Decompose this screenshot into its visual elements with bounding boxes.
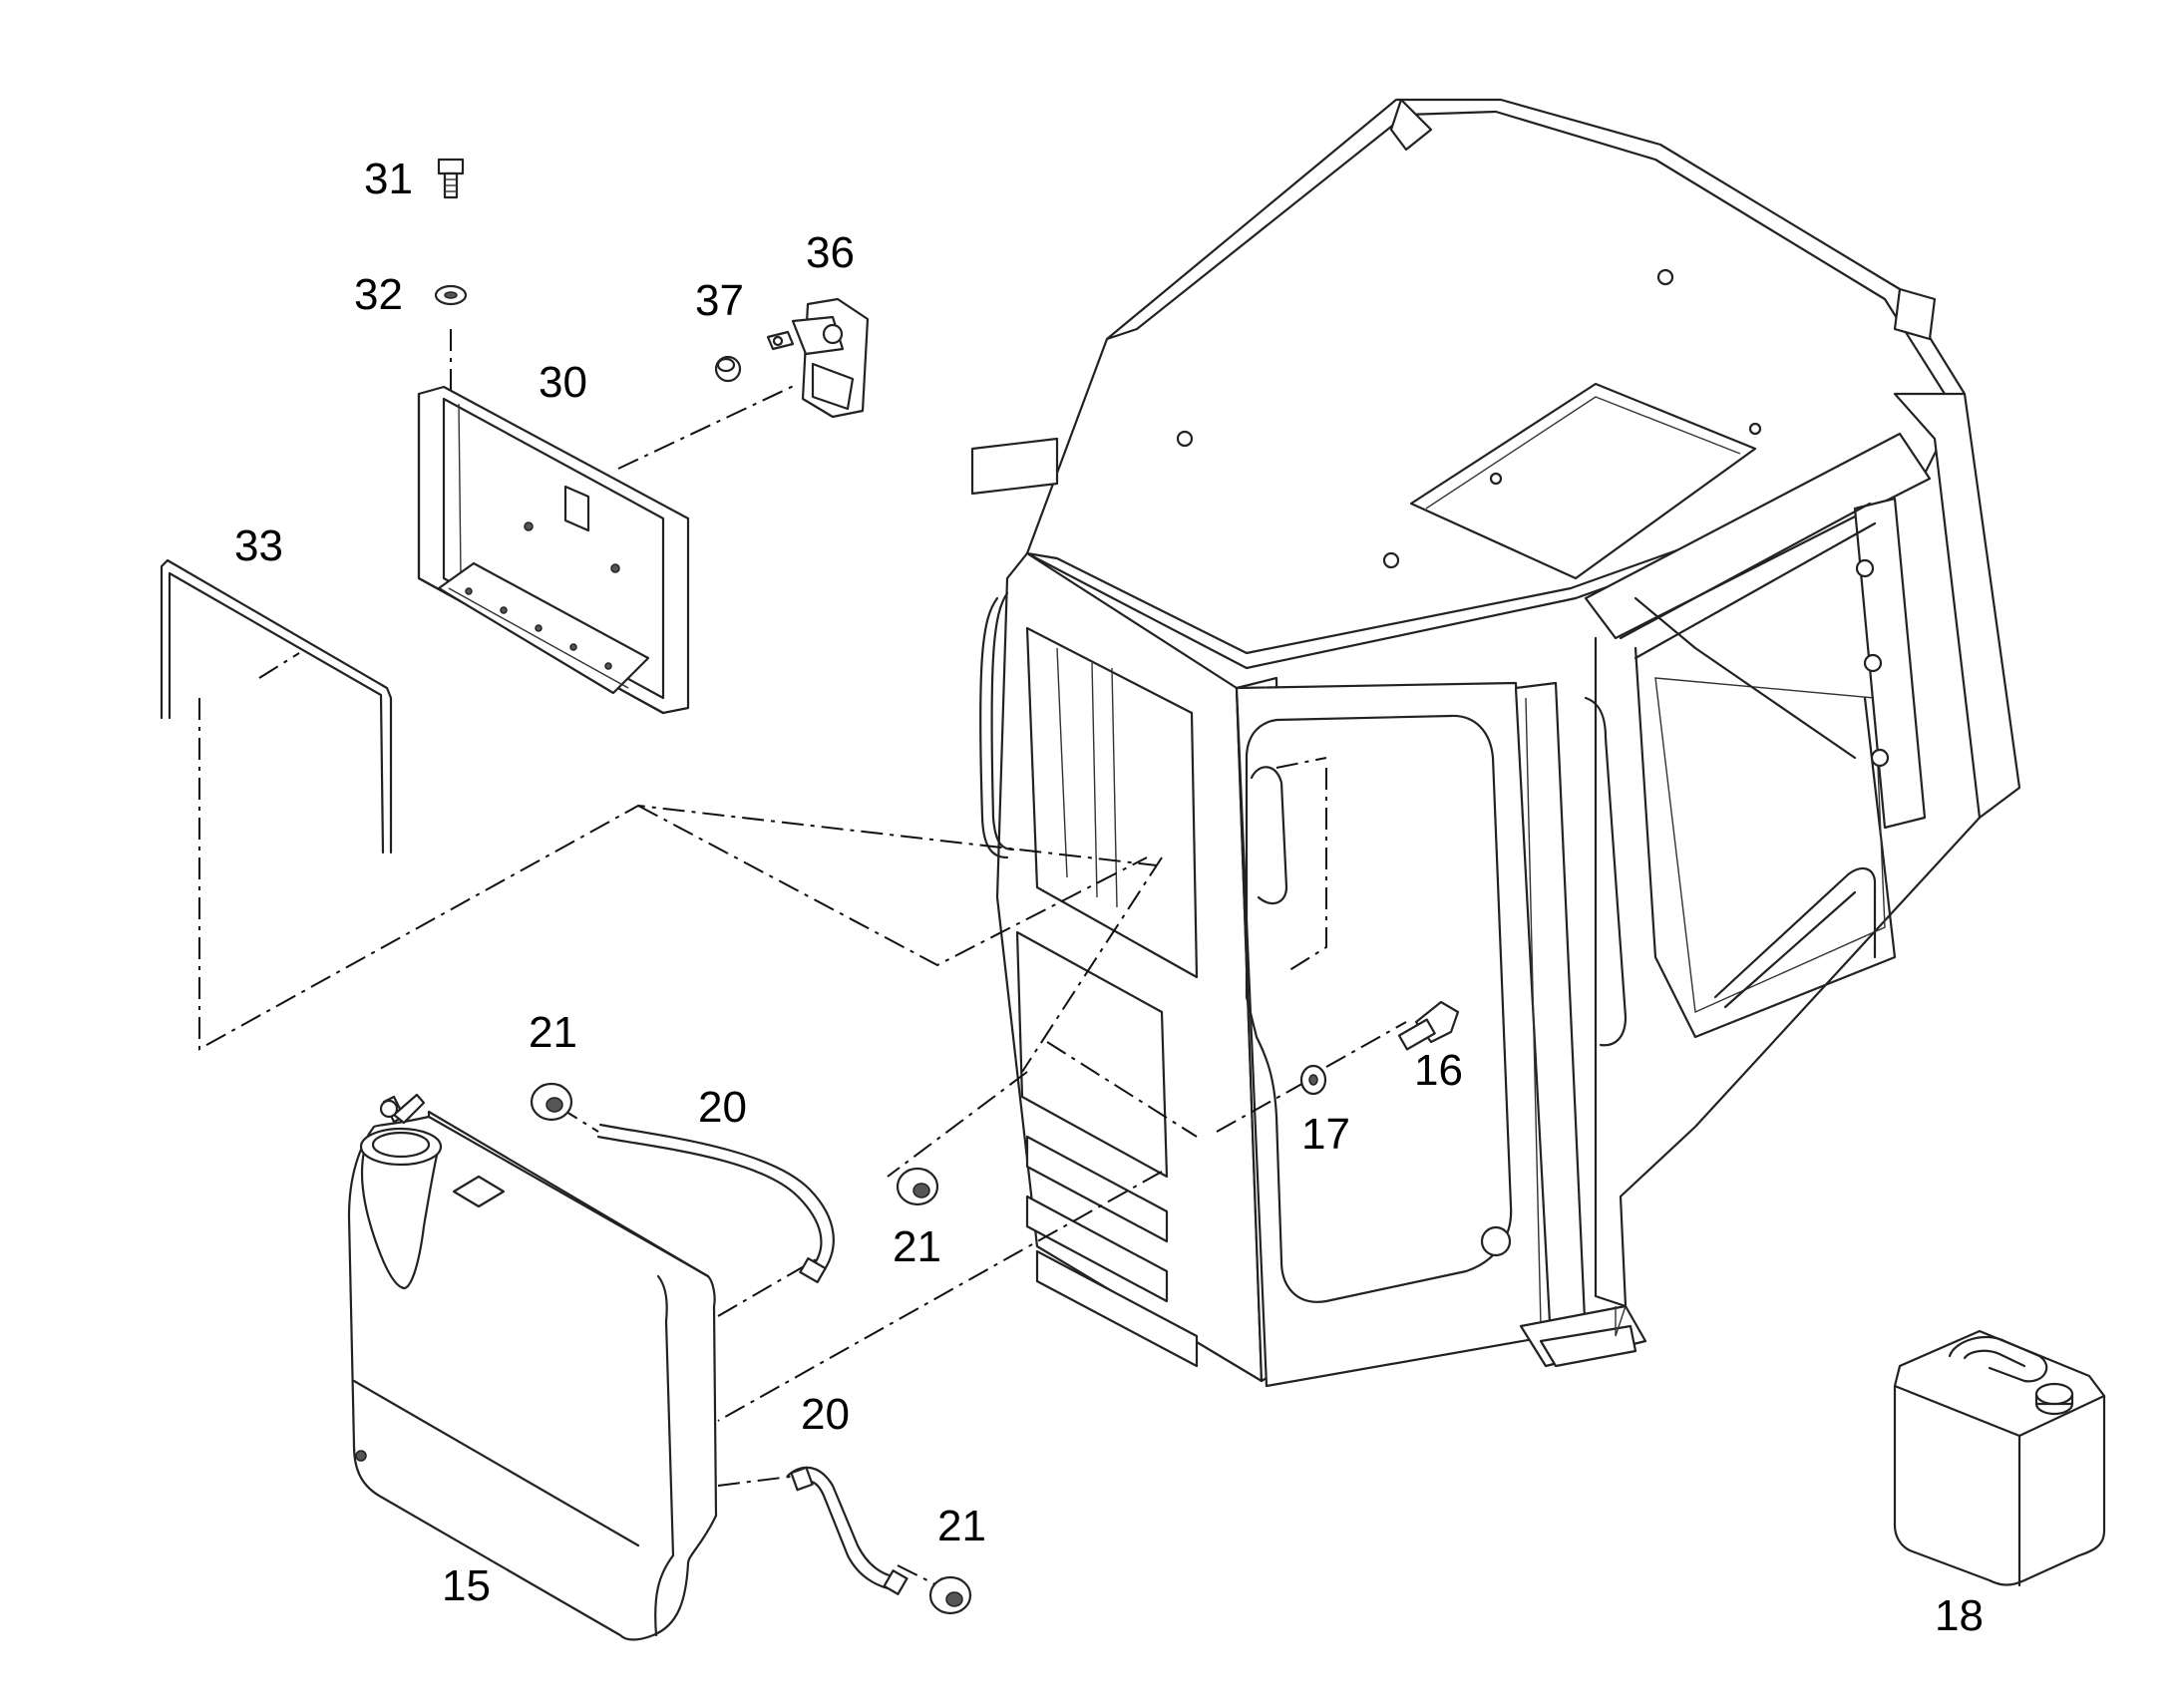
bolt-31 bbox=[437, 158, 465, 199]
callout-36: 36 bbox=[806, 228, 855, 277]
washer-32 bbox=[434, 284, 468, 306]
callout-32: 32 bbox=[354, 270, 403, 319]
callout-21-top: 21 bbox=[529, 1008, 577, 1057]
seal-33 bbox=[160, 558, 393, 854]
grommet-21c bbox=[928, 1575, 972, 1615]
callout-20-bottom: 20 bbox=[801, 1390, 850, 1439]
leader-lines bbox=[198, 329, 1407, 1586]
callout-21-bottom: 21 bbox=[937, 1502, 986, 1550]
hose-20-lower bbox=[786, 1466, 908, 1595]
callout-20-top: 20 bbox=[698, 1083, 747, 1132]
hose-20-upper bbox=[596, 1123, 835, 1284]
canister-18 bbox=[1893, 1329, 2106, 1587]
bolt-16 bbox=[1397, 1000, 1460, 1051]
callout-21-mid: 21 bbox=[893, 1222, 941, 1271]
washer-17 bbox=[1299, 1064, 1327, 1096]
storage-box-30 bbox=[417, 385, 690, 715]
callout-37: 37 bbox=[695, 276, 744, 325]
grommet-21b bbox=[896, 1167, 939, 1206]
callout-15: 15 bbox=[442, 1561, 491, 1610]
cab-frame bbox=[970, 98, 2021, 1388]
latch-36 bbox=[791, 297, 870, 419]
callout-33: 33 bbox=[234, 521, 283, 570]
callout-16: 16 bbox=[1414, 1046, 1463, 1095]
callout-18: 18 bbox=[1935, 1591, 1984, 1640]
callout-labels: 31 32 36 37 30 33 21 20 16 17 21 20 21 1… bbox=[234, 155, 1984, 1640]
callout-31: 31 bbox=[364, 155, 413, 203]
callout-30: 30 bbox=[539, 358, 587, 407]
tank-15 bbox=[347, 1093, 718, 1641]
grommet-21a bbox=[530, 1082, 573, 1122]
callout-17: 17 bbox=[1301, 1110, 1350, 1159]
part-37 bbox=[714, 330, 795, 383]
